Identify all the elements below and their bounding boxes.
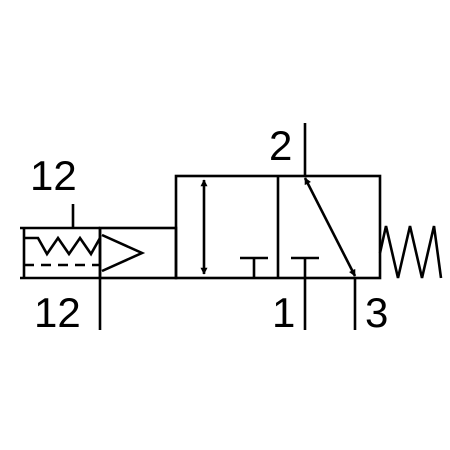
pilot-label-top: 12 (30, 152, 77, 199)
flow-arrow-right (303, 177, 357, 277)
pilot-triangle-icon (101, 233, 146, 273)
blocked-port-left-icon (240, 256, 268, 278)
port-2-label: 2 (269, 122, 292, 169)
pilot-spring-icon (24, 235, 102, 257)
pilot-box (98, 226, 178, 280)
port-3-label: 3 (365, 289, 388, 336)
port-1-label: 1 (272, 289, 295, 336)
return-spring-icon (378, 225, 443, 279)
blocked-port-right-icon (291, 256, 319, 278)
pilot-label-bottom: 12 (34, 289, 81, 336)
